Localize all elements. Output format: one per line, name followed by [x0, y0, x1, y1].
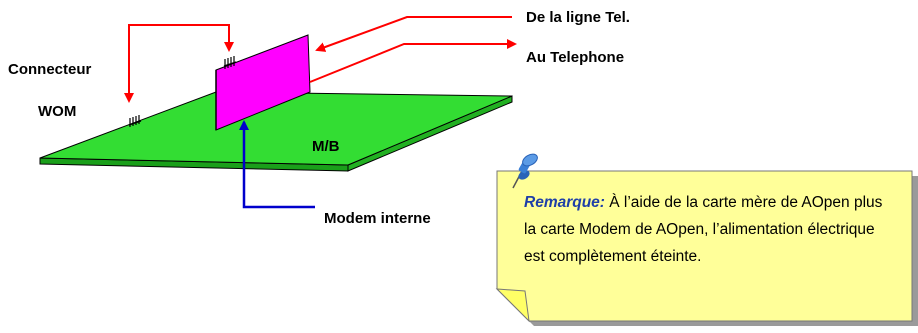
- pushpin-icon: [512, 153, 538, 189]
- note-body: À l’aide de la carte mère de AOpen plus …: [524, 194, 883, 265]
- wom-connector-pins: [128, 115, 142, 127]
- line-in-arrow: [315, 16, 512, 52]
- card-connector-pins: [223, 56, 237, 69]
- note-paper: [496, 170, 913, 322]
- note-box: [495, 170, 918, 326]
- note-text: Remarque: À l’aide de la carte mère de A…: [524, 189, 894, 270]
- wom-cable-arrow: [124, 24, 230, 103]
- note-remarque-label: Remarque:: [524, 194, 605, 211]
- label-connecteur: Connecteur: [8, 61, 92, 78]
- label-mb: M/B: [312, 138, 340, 155]
- modem-card: [215, 34, 311, 131]
- label-au-telephone: Au Telephone: [526, 49, 625, 66]
- note-fold: [495, 288, 530, 323]
- label-wom: WOM: [38, 103, 77, 120]
- motherboard: [39, 91, 513, 172]
- label-modem-interne: Modem interne: [324, 210, 431, 227]
- modem-interne-arrow: [239, 120, 315, 209]
- motherboard-top: [39, 91, 513, 166]
- line-out-arrow: [309, 39, 517, 83]
- label-ligne-tel: De la ligne Tel.: [526, 9, 630, 26]
